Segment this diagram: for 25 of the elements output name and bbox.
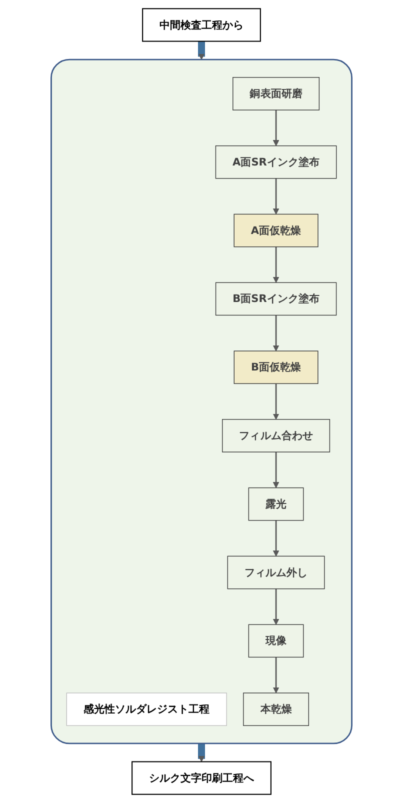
node-box: 感光性ソルダレジスト工程 [66, 692, 226, 726]
arrow [198, 743, 204, 762]
arrow [272, 384, 279, 420]
node-box: A面仮乾燥 [233, 214, 318, 248]
arrow [272, 520, 279, 556]
arrow [272, 178, 279, 214]
arrow [272, 110, 279, 146]
node-box: 銅表面研磨 [232, 77, 320, 110]
node-box: B面SRインク塗布 [214, 282, 336, 316]
arrow [272, 588, 279, 625]
node-box: 露光 [248, 487, 304, 521]
node-box: フィルム外し [226, 556, 324, 590]
node-box: 現像 [248, 624, 304, 658]
cluster [50, 58, 352, 744]
arrow [272, 315, 279, 352]
node-box: フィルム合わせ [222, 419, 330, 452]
node-box: B面仮乾燥 [233, 350, 318, 384]
arrow [272, 452, 279, 488]
arrow [272, 246, 279, 283]
node-box: シルク文字印刷工程へ [131, 761, 271, 795]
node-box: 本乾燥 [242, 692, 309, 726]
node-box: A面SRインク塗布 [214, 145, 336, 179]
arrow [198, 41, 204, 60]
arrow [272, 657, 279, 694]
node-box: 中間検査工程から [142, 8, 260, 42]
